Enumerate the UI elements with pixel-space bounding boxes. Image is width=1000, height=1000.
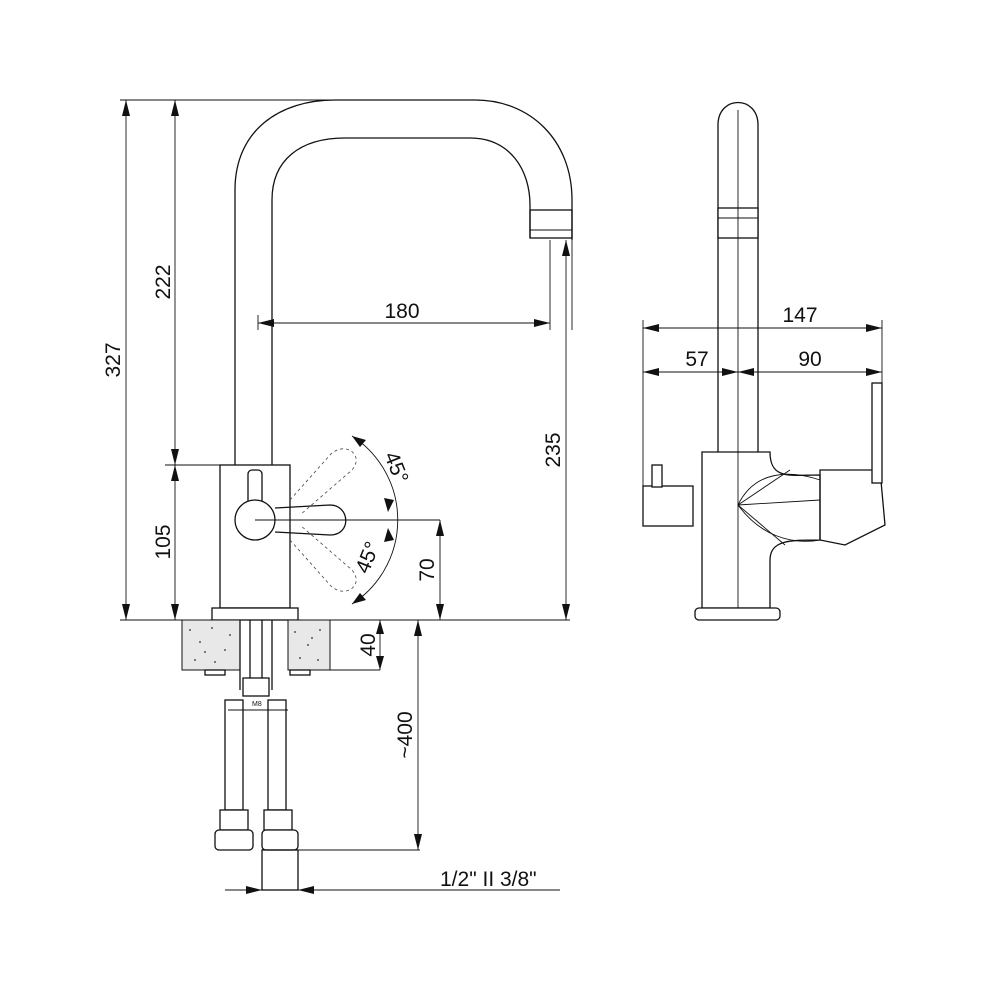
dim-lever-height: 70: [416, 558, 439, 581]
aerator: [529, 209, 573, 239]
base-plate: [211, 607, 299, 621]
extension-lines: [120, 99, 573, 891]
dim-rear-depth: 90: [798, 348, 821, 371]
spout-outer: [234, 99, 573, 465]
lever-ghost-up: [289, 448, 357, 516]
dimension-lines: [122, 100, 570, 894]
dim-angle-down: 45°: [351, 539, 384, 577]
side-base: [694, 607, 781, 621]
spout-inner: [271, 137, 531, 465]
side-spout: [717, 101, 759, 452]
dim-connection-size: 1/2" II 3/8": [440, 868, 537, 891]
supply-hoses: M8: [214, 620, 299, 891]
dim-hose-length: ~400: [394, 711, 417, 758]
countertop-section: [181, 619, 331, 676]
lever-ghost-down: [289, 524, 357, 592]
dim-angle-up: 45°: [379, 449, 412, 487]
front-view: M8: [102, 99, 573, 894]
thread-label: M8: [252, 701, 262, 708]
side-rear-lever: [819, 469, 886, 546]
dim-total-height: 327: [102, 342, 125, 377]
dim-outlet-height: 235: [542, 432, 565, 467]
dim-body-height: 105: [152, 524, 175, 559]
dim-spout-reach: 180: [384, 300, 419, 323]
dim-spout-height: 222: [152, 264, 175, 299]
dim-front-depth: 57: [685, 348, 708, 371]
dim-total-depth: 147: [782, 304, 817, 327]
side-view: 147 57 90: [642, 101, 886, 621]
dim-deck-thickness: 40: [357, 633, 380, 656]
side-front-knob: [642, 485, 694, 527]
